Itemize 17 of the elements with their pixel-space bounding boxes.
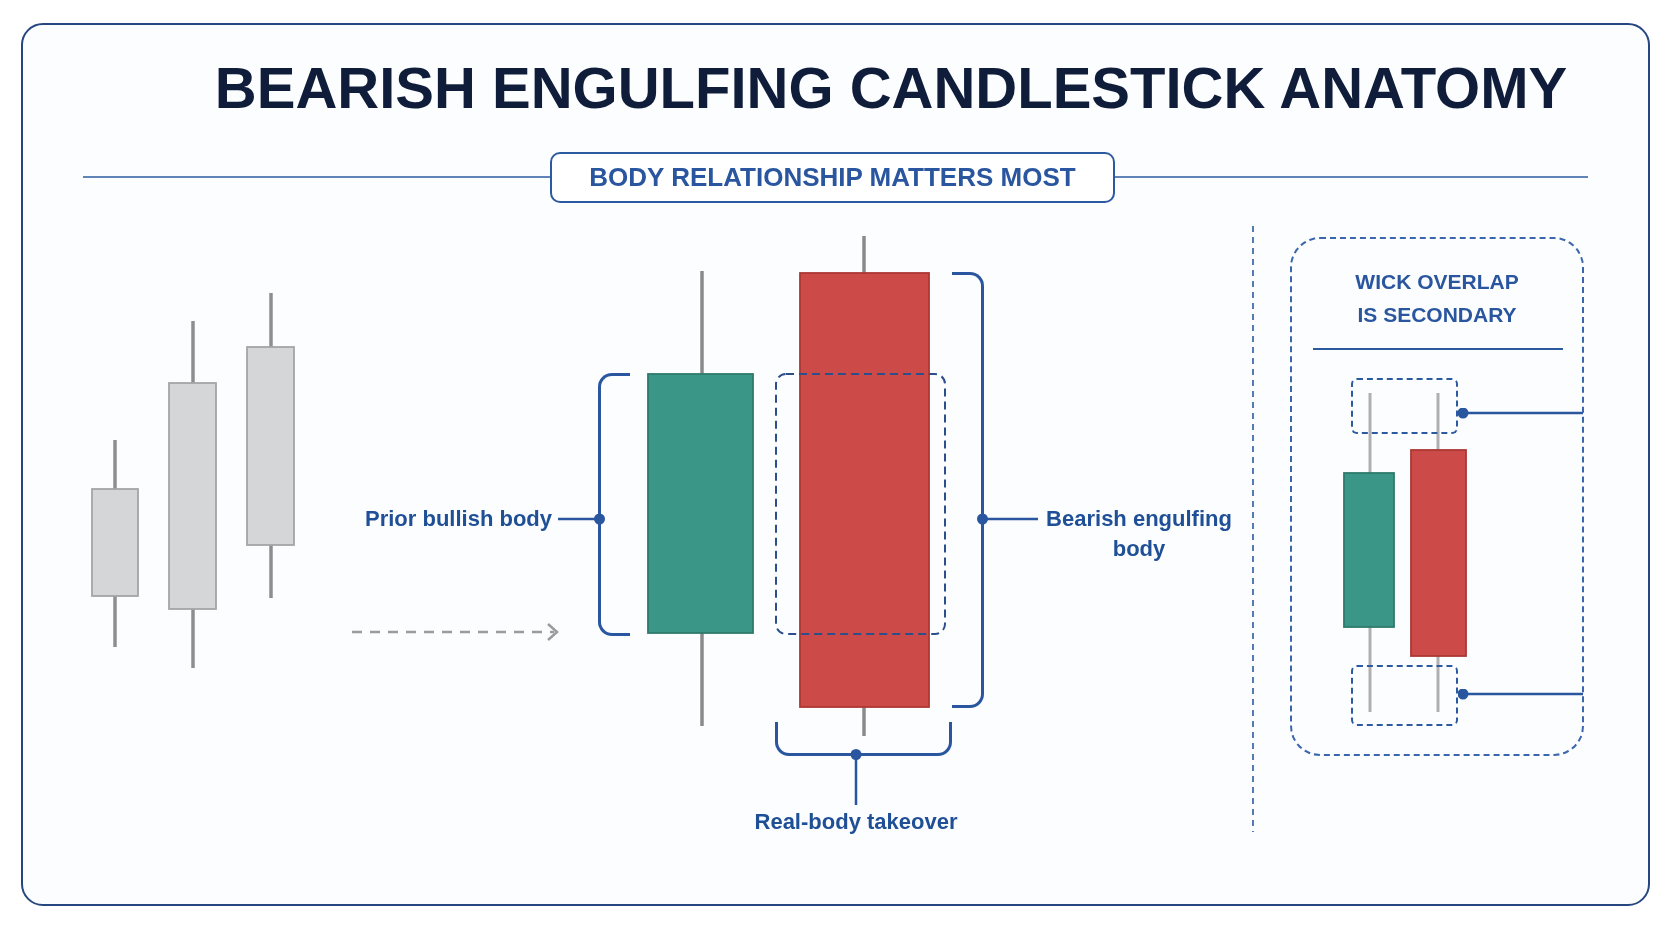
annotation-label: Prior bullish body — [365, 506, 552, 532]
inset-panel — [1290, 237, 1584, 756]
bracket — [952, 272, 984, 708]
leader-line — [977, 513, 1038, 525]
annotation-label: Real-body takeover — [754, 808, 958, 836]
leader-line — [850, 749, 862, 805]
connector-line — [1457, 407, 1583, 419]
leader-line — [558, 513, 605, 525]
panel-heading: WICK OVERLAP IS SECONDARY — [1354, 269, 1520, 328]
title: BEARISH ENGULFING CANDLESTICK ANATOMY — [214, 54, 1568, 122]
banner: BODY RELATIONSHIP MATTERS MOST — [550, 152, 1115, 203]
bracket — [598, 373, 630, 636]
wick-highlight — [1351, 378, 1458, 434]
annotation-label: Bearish engulfing body — [1044, 504, 1234, 564]
bracket — [775, 722, 952, 756]
wick-highlight — [1351, 665, 1458, 726]
connector-line — [1457, 688, 1583, 700]
